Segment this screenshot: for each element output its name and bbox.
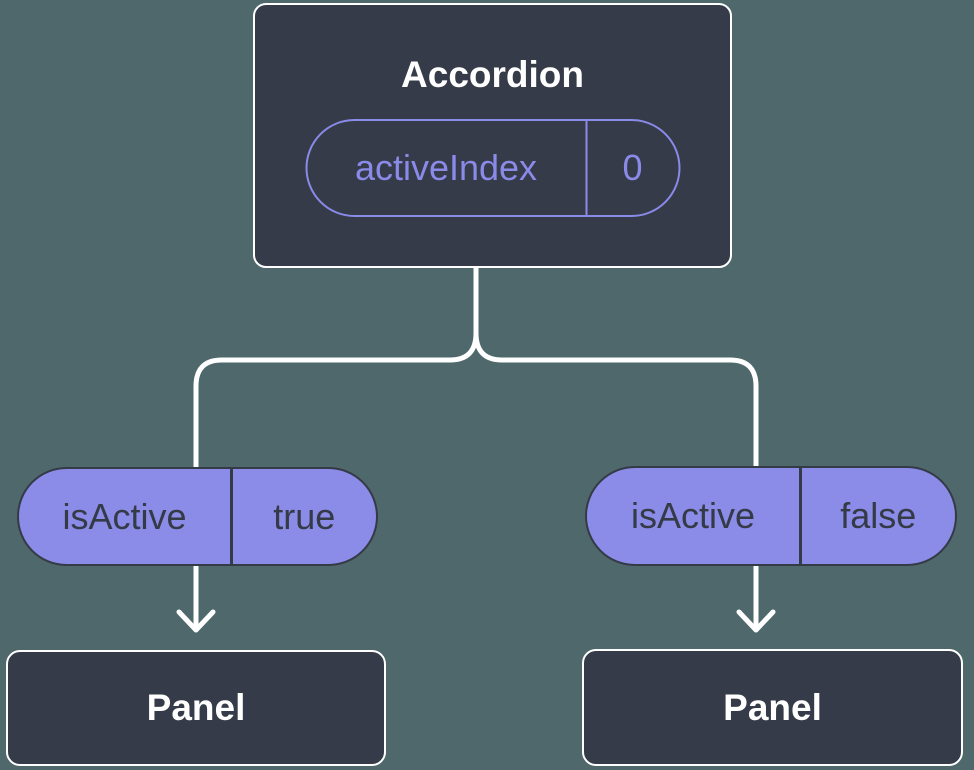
state-pill-name: activeIndex bbox=[354, 147, 538, 188]
panel-node-title: Panel bbox=[146, 687, 246, 728]
connector-accordion-to-right-panel bbox=[473, 263, 759, 631]
arrow-down-icon bbox=[736, 609, 776, 633]
prop-pill-value: true bbox=[273, 495, 336, 537]
connector-accordion-to-left-panel bbox=[193, 263, 479, 631]
pill-divider bbox=[585, 121, 587, 215]
accordion-node-title: Accordion bbox=[401, 54, 584, 95]
panel-node-right: Panel bbox=[582, 649, 963, 766]
pill-divider bbox=[799, 468, 802, 564]
pill-divider bbox=[230, 469, 233, 564]
panel-node-title: Panel bbox=[723, 686, 822, 728]
arrow-down-icon bbox=[176, 609, 216, 633]
panel-node-left: Panel bbox=[6, 650, 386, 766]
state-pill-value: 0 bbox=[622, 147, 643, 188]
prop-pill-name: isActive bbox=[630, 495, 756, 536]
prop-pill-value: false bbox=[840, 495, 917, 536]
accordion-node: Accordion activeIndex 0 bbox=[253, 3, 732, 268]
prop-pill-isactive-left: isActive true bbox=[17, 467, 378, 566]
prop-pill-name: isActive bbox=[62, 495, 187, 537]
state-pill-activeindex: activeIndex 0 bbox=[305, 119, 680, 217]
prop-pill-isactive-right: isActive false bbox=[585, 466, 957, 566]
